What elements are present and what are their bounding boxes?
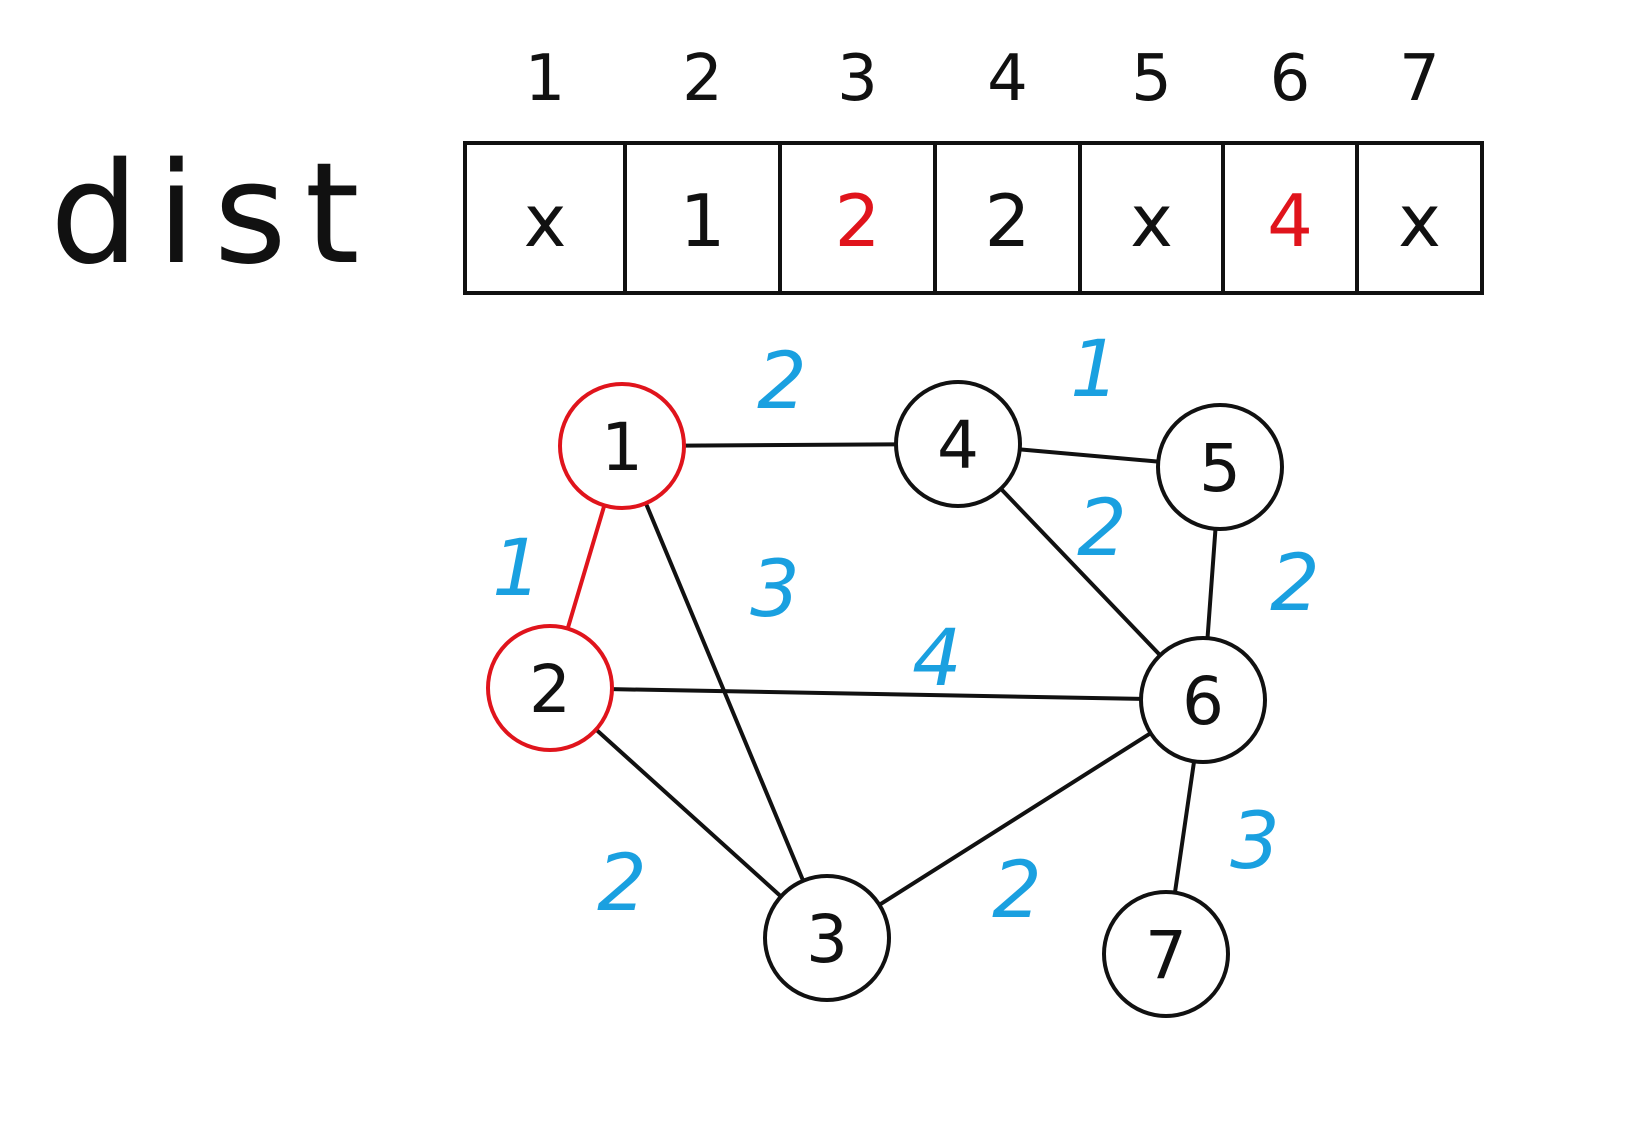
- node-2: 2: [486, 624, 614, 752]
- edge-weight-label: 3: [750, 545, 800, 635]
- node-circle: [1156, 403, 1284, 531]
- graph-nodes: 1 2 3 4 5 6 7: [486, 380, 1284, 1018]
- edge-weight-label: 2: [597, 839, 647, 929]
- edge-weight-label: 1: [1070, 325, 1120, 415]
- node-label: 1: [601, 409, 643, 486]
- edge-weight-label: 2: [1270, 539, 1320, 629]
- edge-weight-label: 2: [757, 337, 807, 427]
- edge-1-2: [565, 503, 607, 631]
- node-circle: [558, 382, 686, 510]
- edge-5-6: [1205, 526, 1218, 641]
- node-label: 5: [1199, 430, 1241, 507]
- edge-3-6: [877, 731, 1153, 907]
- dist-index-label: 3: [837, 42, 878, 116]
- edge-2-6: [609, 687, 1144, 701]
- dist-value-cell: x: [524, 179, 567, 263]
- edge-2-3: [594, 727, 783, 899]
- node-1: 1: [558, 382, 686, 510]
- dist-value-cell: 2: [985, 179, 1031, 263]
- node-3: 3: [763, 874, 891, 1002]
- edge-weight-label: 2: [992, 846, 1042, 936]
- node-circle: [894, 380, 1022, 508]
- node-6: 6: [1139, 636, 1267, 764]
- node-label: 6: [1182, 663, 1224, 740]
- graph-edges: [565, 442, 1218, 907]
- dist-value-cell: 2: [835, 179, 881, 263]
- edge-4-5: [1017, 447, 1161, 464]
- node-label: 4: [937, 407, 979, 484]
- node-label: 7: [1145, 917, 1187, 994]
- node-circle: [486, 624, 614, 752]
- node-7: 7: [1102, 890, 1230, 1018]
- node-5: 5: [1156, 403, 1284, 531]
- dist-title: dist: [50, 133, 378, 296]
- edge-1-4: [681, 442, 899, 448]
- node-circle: [1102, 890, 1230, 1018]
- dist-value-cell: 1: [680, 179, 726, 263]
- dist-index-label: 4: [987, 42, 1028, 116]
- edge-4-6: [998, 486, 1163, 658]
- edge-weight-label: 1: [492, 524, 542, 614]
- dist-index-label: 7: [1399, 42, 1440, 116]
- dist-index-label: 2: [682, 42, 723, 116]
- node-label: 2: [529, 651, 571, 728]
- dist-index-label: 1: [525, 42, 566, 116]
- node-4: 4: [894, 380, 1022, 508]
- dist-value-cell: x: [1130, 179, 1173, 263]
- node-circle: [763, 874, 891, 1002]
- edge-6-7: [1172, 759, 1197, 895]
- dist-value-cell: x: [1398, 179, 1441, 263]
- dist-table: 1 2 3 4 5 6 7 x 1 2 2 x 4 x: [463, 42, 1484, 295]
- node-label: 3: [806, 901, 848, 978]
- edge-weight-label: 3: [1230, 797, 1280, 887]
- edge-weight-label: 2: [1077, 484, 1127, 574]
- dist-index-label: 5: [1131, 42, 1172, 116]
- edge-weight-label: 4: [912, 614, 962, 704]
- dist-index-label: 6: [1270, 42, 1311, 116]
- dist-table-border: [463, 141, 1484, 295]
- node-circle: [1139, 636, 1267, 764]
- dist-value-cell: 4: [1267, 179, 1313, 263]
